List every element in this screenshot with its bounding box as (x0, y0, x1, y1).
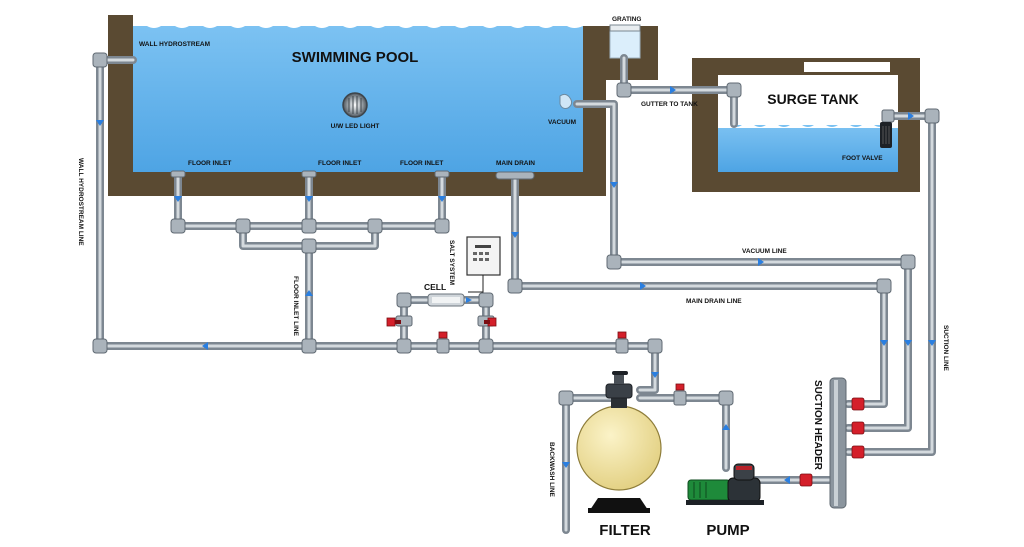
valve-icon[interactable] (484, 317, 497, 327)
label-floor-inlet-3: FLOOR INLET (400, 160, 443, 167)
flow-arrow-icon (651, 372, 659, 378)
main-drain-fitting (495, 171, 535, 180)
valve-icon[interactable] (799, 473, 813, 487)
floor-inlet-fitting (434, 170, 450, 178)
flow-arrow-icon (640, 282, 646, 290)
valve-icon[interactable] (615, 331, 629, 354)
label-wall-hydrostream: WALL HYDROSTREAM (139, 41, 210, 48)
flow-arrow-icon (562, 462, 570, 468)
pool-water-surface (133, 22, 583, 28)
label-filter: FILTER (599, 522, 651, 539)
flow-arrow-icon (758, 258, 764, 266)
surge-tank-water-surface (718, 123, 898, 128)
flow-arrow-icon (438, 196, 446, 202)
salt-cell (427, 293, 465, 307)
label-vacuum-line: VACUUM LINE (742, 248, 787, 255)
label-salt-system: SALT SYSTEM (448, 240, 455, 285)
surge-tank-water (718, 125, 898, 172)
valve-icon[interactable] (851, 445, 865, 459)
flow-arrow-icon (908, 112, 914, 120)
label-main-drain-line: MAIN DRAIN LINE (686, 298, 742, 305)
flow-arrow-icon (880, 340, 888, 346)
pump-icon (686, 463, 764, 505)
flow-arrow-icon (174, 196, 182, 202)
label-uw-led-light: U/W LED LIGHT (331, 123, 380, 130)
flow-arrow-icon (928, 340, 936, 346)
label-grating: GRATING (612, 16, 642, 23)
label-floor-inlet-line: FLOOR INLET LINE (292, 276, 299, 337)
flow-arrow-icon (96, 120, 104, 126)
label-suction-header: SUCTION HEADER (812, 380, 823, 471)
salt-system-panel-icon (466, 236, 501, 293)
vacuum-fitting-icon (559, 93, 573, 109)
label-floor-inlet-1: FLOOR INLET (188, 160, 231, 167)
main-drain-line (511, 176, 888, 408)
foot-valve-icon (880, 109, 895, 148)
flow-arrow-icon (466, 297, 472, 303)
flow-arrow-icon (722, 424, 730, 430)
pool-wall (108, 15, 658, 196)
label-suction-line: SUCTION LINE (942, 325, 949, 372)
flow-arrow-icon (670, 86, 676, 94)
flow-arrow-icon (305, 196, 313, 202)
label-main-drain: MAIN DRAIN (496, 160, 535, 167)
labels: SWIMMING POOL WALL HYDROSTREAM U/W LED L… (77, 16, 949, 539)
flow-arrow-icon (610, 182, 618, 188)
fittings (92, 52, 940, 406)
label-floor-inlet-2: FLOOR INLET (318, 160, 361, 167)
label-vacuum: VACUUM (548, 119, 576, 126)
surge-tank (692, 58, 920, 192)
label-swimming-pool: SWIMMING POOL (292, 49, 419, 66)
label-backwash-line: BACKWASH LINE (548, 442, 555, 498)
valve-icon[interactable] (851, 397, 865, 411)
valve-icon[interactable] (851, 421, 865, 435)
led-light-icon (342, 92, 368, 118)
flow-arrow-icon (904, 340, 912, 346)
flow-arrow-icon (202, 342, 208, 350)
valves (386, 317, 865, 487)
floor-inlet-fitting (170, 170, 186, 178)
gutter-channel (609, 29, 641, 59)
flow-arrow-icon (511, 232, 519, 238)
surge-tank-cover (804, 62, 890, 72)
valve-icon[interactable] (436, 331, 450, 354)
flow-arrows (96, 86, 936, 484)
grating (609, 24, 641, 32)
valve-icon[interactable] (673, 383, 687, 406)
label-cell: CELL (424, 282, 446, 292)
flow-arrow-icon (784, 476, 790, 484)
label-wall-hydrostream-line: WALL HYDROSTREAM LINE (77, 158, 84, 246)
label-foot-valve: FOOT VALVE (842, 155, 883, 162)
filter-tank-icon (576, 371, 662, 513)
valve-icon[interactable] (386, 317, 401, 327)
flow-arrow-icon (305, 290, 313, 296)
label-surge-tank: SURGE TANK (767, 91, 859, 107)
label-gutter-to-tank: GUTTER TO TANK (641, 101, 698, 108)
label-pump: PUMP (706, 522, 749, 539)
floor-inlet-fitting (301, 170, 317, 178)
